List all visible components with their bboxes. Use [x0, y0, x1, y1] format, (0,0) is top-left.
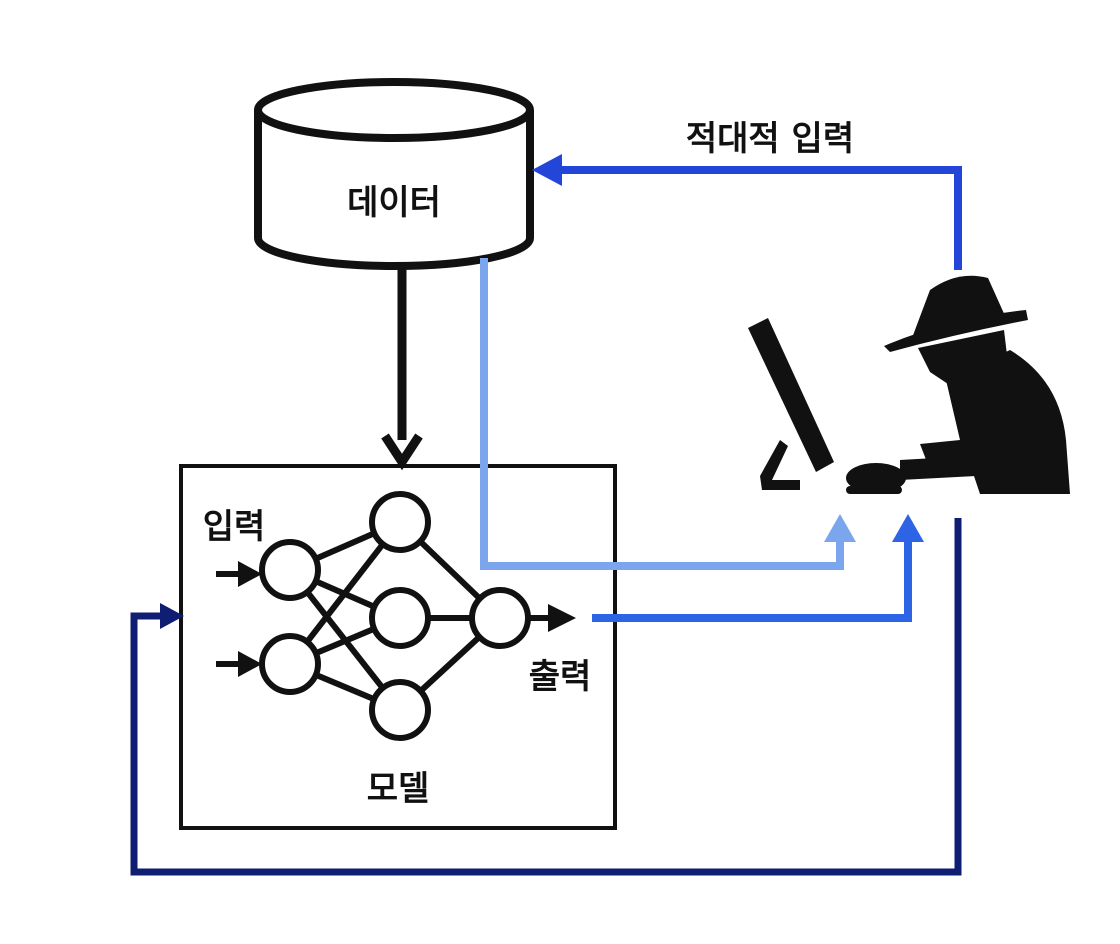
computer-monitor-icon [748, 318, 834, 490]
data-to-model-arrow [381, 268, 423, 471]
hacker-icon [846, 275, 1070, 494]
feedback-loop-arrow [130, 518, 962, 876]
data-to-attacker-arrow [480, 258, 856, 570]
model-box [179, 464, 617, 830]
adversarial-input-label: 적대적 입력 [686, 119, 854, 159]
adversarial-input-arrow [532, 154, 962, 270]
input-label: 입력 [203, 507, 266, 547]
model-label: 모델 [367, 769, 430, 809]
data-label: 데이터 [347, 183, 441, 223]
database-icon [254, 78, 534, 270]
output-label: 출력 [529, 657, 592, 697]
neural-network-icon [216, 491, 576, 741]
output-to-attacker-arrow [592, 514, 924, 622]
